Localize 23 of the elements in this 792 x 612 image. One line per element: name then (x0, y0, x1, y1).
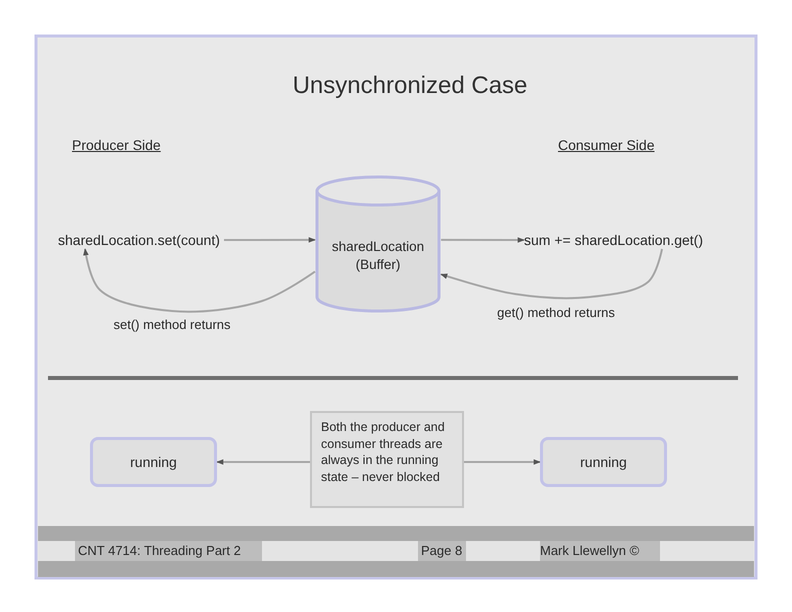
arrow (440, 248, 663, 300)
side-heading: Producer Side (72, 137, 161, 154)
arrow (441, 237, 525, 243)
note-box (310, 411, 464, 508)
state-box (540, 437, 667, 487)
edge-label: set() method returns (111, 317, 233, 333)
state-box (90, 437, 217, 487)
state-label: running (580, 454, 627, 470)
state-label: running (130, 454, 177, 470)
page-number: Page 8 (421, 543, 462, 559)
code-text: sharedLocation.set(count) (58, 231, 224, 249)
arrow (224, 237, 316, 243)
arrow (83, 248, 316, 313)
code-text: sum += sharedLocation.get() (524, 231, 724, 249)
cylinder-label: sharedLocation (Buffer) (330, 238, 426, 274)
footer-text: CNT 4714: Threading Part 2 (78, 543, 241, 559)
side-heading: Consumer Side (558, 137, 654, 154)
arrow (464, 459, 541, 465)
edge-label: get() method returns (495, 305, 617, 321)
footer-text: Mark Llewellyn © (540, 543, 640, 559)
note-text: Both the producer and consumer threads are always in the running state – never blocked (321, 419, 446, 485)
slide-title: Unsynchronized Case (292, 72, 528, 100)
arrow (216, 459, 310, 465)
